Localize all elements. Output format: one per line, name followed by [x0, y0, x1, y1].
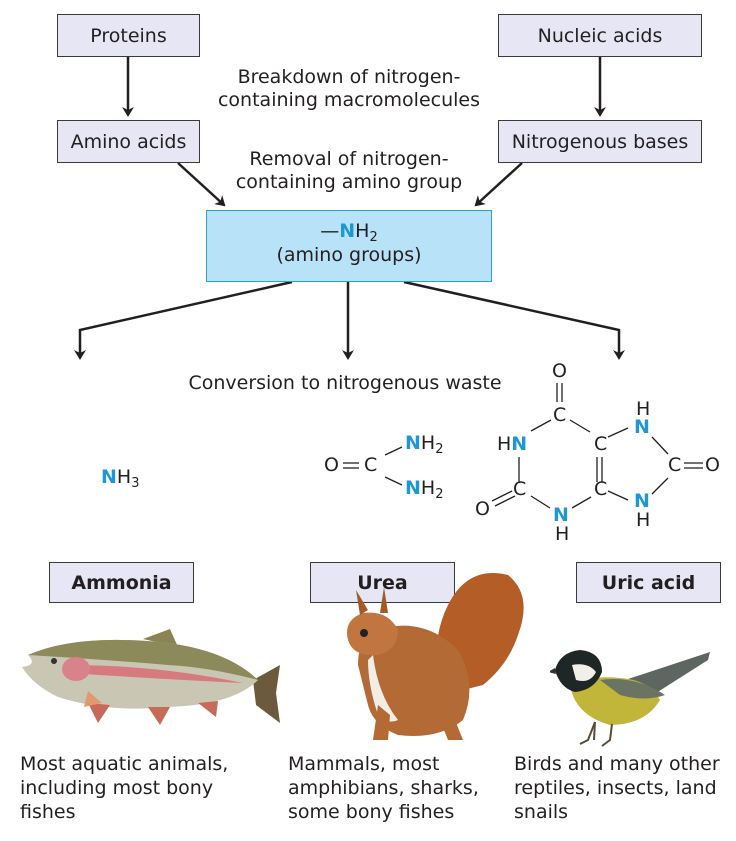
- bird-cheek: [572, 664, 596, 681]
- uric-carbon-6: C: [553, 404, 567, 426]
- uric-h-7: H: [636, 398, 651, 420]
- breakdown-caption-line2: containing macromolecules: [217, 89, 481, 111]
- uric-acid-label: Uric acid: [601, 571, 696, 594]
- great-tit-illustration: [550, 650, 710, 747]
- amino-group-formula: —NH2: [320, 220, 378, 245]
- urea-label-box: Urea: [310, 562, 455, 603]
- breakdown-caption-line1: Breakdown of nitrogen-: [237, 66, 461, 88]
- uric-carbon-8: C: [668, 454, 682, 476]
- urea-organisms-line: amphibians, sharks,: [288, 777, 479, 799]
- uric-carbon-5: C: [594, 433, 608, 455]
- urea-carbon: C: [364, 454, 378, 476]
- ammonia-label: Ammonia: [71, 571, 172, 594]
- proteins-label: Proteins: [90, 24, 167, 47]
- ammonia-organisms: Most aquatic animals, including most bon…: [20, 752, 228, 824]
- uric-hn-1: HN: [497, 433, 528, 455]
- squirrel-eye: [360, 629, 368, 637]
- nitrogenous-bases-box: Nitrogenous bases: [498, 120, 702, 163]
- breakdown-caption: Breakdown of nitrogen- containing macrom…: [200, 66, 498, 112]
- removal-caption: Removal of nitrogen- containing amino gr…: [200, 148, 498, 194]
- urea-nh2-bottom: NH2: [405, 477, 444, 502]
- uric-oxygen-top: O: [552, 360, 567, 382]
- urea-organisms-line: some bony fishes: [288, 801, 455, 823]
- proteins-box: Proteins: [57, 14, 200, 57]
- fish-tail: [253, 665, 280, 723]
- uric-acid-organisms: Birds and many other reptiles, insects, …: [514, 752, 720, 824]
- nucleic-acids-label: Nucleic acids: [537, 24, 663, 47]
- uric-n-7: N: [634, 416, 650, 438]
- amino-acids-box: Amino acids: [57, 120, 200, 163]
- amino-groups-box: —NH2 (amino groups): [206, 210, 492, 282]
- uric-acid-label-box: Uric acid: [576, 562, 721, 603]
- removal-caption-line2: containing amino group: [235, 171, 463, 193]
- ammonia-organisms-line: including most bony: [20, 777, 214, 799]
- conversion-caption: Conversion to nitrogenous waste: [188, 372, 502, 394]
- bird-wing: [600, 679, 665, 699]
- ammonia-label-box: Ammonia: [49, 562, 194, 603]
- uric-n-9: N: [634, 490, 650, 512]
- uric-oxygen-2: O: [475, 498, 490, 520]
- urea-organisms: Mammals, most amphibians, sharks, some b…: [288, 752, 479, 824]
- arrow-bases-to-amino-group: [474, 162, 523, 207]
- squirrel-head: [347, 612, 398, 656]
- nitrogenous-bases-label: Nitrogenous bases: [511, 130, 689, 153]
- uric-n-3: N: [553, 504, 569, 526]
- uric-acid-organisms-line: reptiles, insects, land: [514, 777, 717, 799]
- arrow-to-uric-acid: [403, 280, 625, 360]
- fish-pink-stripe: [68, 665, 243, 683]
- amino-acids-label: Amino acids: [70, 130, 187, 153]
- ammonia-organisms-line: fishes: [20, 801, 76, 823]
- uric-acid-organisms-line: Birds and many other: [514, 753, 720, 775]
- ammonia-formula: NH3: [101, 466, 140, 491]
- urea-oxygen: O: [324, 454, 339, 476]
- urea-label: Urea: [357, 571, 408, 594]
- amino-groups-label: (amino groups): [276, 244, 422, 266]
- arrow-to-ammonia: [74, 280, 293, 360]
- squirrel-illustration: [347, 573, 524, 740]
- uric-h-3: H: [555, 523, 570, 545]
- removal-caption-line1: Removal of nitrogen-: [249, 148, 449, 170]
- ammonia-organisms-line: Most aquatic animals,: [20, 753, 229, 775]
- urea-nh2-top: NH2: [405, 432, 444, 457]
- uric-carbon-2: C: [513, 478, 527, 500]
- uric-carbon-4: C: [594, 478, 608, 500]
- fish-eye: [51, 658, 57, 664]
- nucleic-acids-box: Nucleic acids: [498, 14, 702, 57]
- trout-illustration: [22, 629, 280, 725]
- fish-dorsal-fin: [143, 629, 178, 647]
- uric-h-9: H: [636, 509, 651, 531]
- uric-oxygen-8: O: [705, 454, 720, 476]
- uric-acid-organisms-line: snails: [514, 801, 569, 823]
- urea-organisms-line: Mammals, most: [288, 753, 440, 775]
- arrow-amino-acids-to-amino-group: [177, 162, 226, 207]
